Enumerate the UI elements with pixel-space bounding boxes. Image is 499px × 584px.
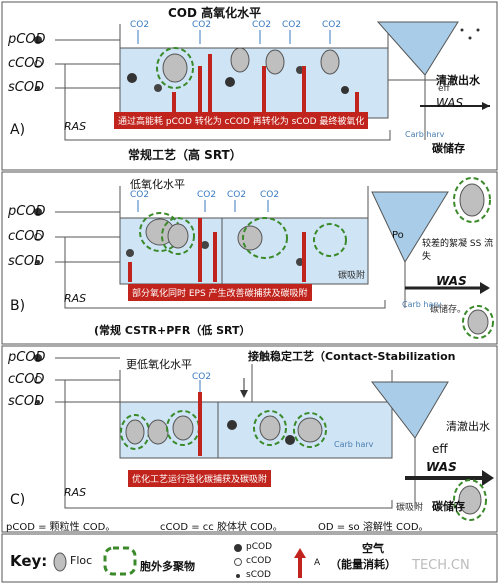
panel-b-carbon-harv: Carb harv [402, 300, 442, 309]
panel-c-carbon-harv: Carb harv [334, 440, 374, 449]
panel-c-letter: C) [10, 492, 26, 508]
panel-a-letter: A) [10, 122, 26, 138]
key-floc-icon [53, 552, 67, 572]
panel-c-clarifier [370, 381, 449, 439]
key-air-label: 空气 [362, 542, 384, 555]
panel-a-top-label: COD 高氧化水平 [168, 6, 262, 20]
panel-b-ccod-label: cCOD [8, 229, 45, 244]
panel-a-co2-3: CO2 [252, 20, 272, 30]
panel-a-border [1, 1, 498, 171]
panel-b-poor-settle: 较差的絮凝 SS 流失 [422, 239, 494, 262]
key-ccod-label: cCOD [246, 556, 272, 566]
key-scod-label: sCOD [246, 570, 271, 580]
panel-a-caption: 常规工艺（高 SRT） [128, 148, 242, 162]
panel-c-outflow: 清澈出水 [446, 420, 490, 433]
panel-b-caption: (常规 CSTR+PFR（低 SRT） [94, 324, 251, 337]
panel-b-letter: B) [10, 298, 26, 314]
panel-a-tank [119, 47, 389, 119]
panel-a-co2-5: CO2 [322, 20, 342, 30]
panel-c-banner: 优化工艺运行强化碳捕获及碳吸附 [128, 470, 272, 487]
panel-b-scod-label: sCOD [8, 254, 45, 269]
panel-b-co2-2: CO2 [197, 190, 217, 200]
key-border [1, 533, 498, 583]
panel-c-carbon-store: 碳储存 [432, 500, 465, 513]
key-floc-label: Floc [70, 554, 93, 567]
panel-b-carbon-store: 碳储存。 [430, 305, 467, 315]
panel-b-clarifier [371, 191, 449, 264]
panel-a-ccod-label: cCOD [8, 56, 45, 71]
particle [127, 73, 137, 83]
panel-a-banner: 通过高能耗 pCOD 转化为 cCOD 再转化为 sCOD 最终被氧化 [114, 112, 369, 129]
panel-b-ras-line [64, 237, 386, 309]
panel-a-co2-1: CO2 [130, 20, 150, 30]
panel-b-co2-3: CO2 [227, 190, 247, 200]
key-air-arrow [298, 556, 302, 578]
floc [162, 53, 188, 83]
watermark: TECH.CN [412, 558, 470, 573]
key-ccod-icon [234, 558, 242, 566]
panel-c-ras-line [64, 380, 393, 509]
key-eps-label: 胞外多聚物 [140, 560, 195, 573]
panel-a-ras-line [64, 64, 391, 141]
panel-a-eff: eff [438, 84, 450, 94]
panel-b-border [1, 171, 498, 345]
panel-a-ras-label: RAS [64, 120, 87, 133]
panel-a-co2-2: CO2 [192, 20, 212, 30]
panel-a-outflow: 清澈出水 [436, 74, 480, 87]
panel-a-carbon-harv: Carb harv [405, 130, 445, 139]
key-pcod-icon [234, 544, 242, 552]
panel-b-co2-4: CO2 [260, 190, 280, 200]
panel-c-co2-1: CO2 [192, 372, 212, 382]
key-a-label: A [314, 558, 321, 568]
def-pcod: pCOD = 颗粒性 COD。 [6, 522, 116, 533]
panel-c-carbon-adsorb: 碳吸附 [396, 503, 424, 513]
panel-c-eff: eff [432, 442, 448, 456]
panel-c-top-label: 更低氧化水平 [126, 358, 192, 371]
panel-b-was: WAS [436, 274, 467, 288]
panel-a-scod-label: sCOD [8, 80, 45, 95]
panel-b-carbon-adsorb: 碳吸附 [338, 271, 366, 281]
panel-b-top-label: 低氧化水平 [130, 178, 185, 191]
panel-a-co2-4: CO2 [282, 20, 302, 30]
panel-a-carbon-store: 碳储存 [432, 142, 465, 155]
panel-c-ccod-label: cCOD [8, 372, 45, 387]
panel-c-scod-label: sCOD [8, 394, 45, 409]
key-pcod-label: pCOD [246, 542, 273, 552]
key-scod-icon [236, 574, 240, 578]
panel-b-co2-1: CO2 [130, 190, 150, 200]
key-title: Key: [10, 552, 48, 570]
key-eps-icon [103, 546, 137, 576]
key-energy-label: （能量消耗） [330, 558, 396, 571]
def-ccod: cCOD = cc 胶体状 COD。 [160, 522, 283, 533]
panel-a-pcod-label: pCOD [8, 32, 46, 47]
panel-c-pcod-label: pCOD [8, 350, 46, 365]
def-scod: OD = so 溶解性 COD。 [318, 522, 429, 533]
panel-c-was: WAS [426, 460, 457, 474]
panel-c-title: 接触稳定工艺（Contact-Stabilization [248, 350, 456, 363]
panel-b-po: Po [392, 230, 404, 241]
panel-b-banner: 部分氧化同时 EPS 产生改善碳捕获及碳吸附 [128, 284, 312, 301]
panel-a-was: WAS [436, 96, 464, 110]
panel-b-ras-label: RAS [64, 292, 87, 305]
panel-a-clarifier [376, 21, 459, 76]
panel-b-pcod-label: pCOD [8, 204, 46, 219]
panel-c-ras-label: RAS [64, 486, 87, 499]
panel-c-border [1, 345, 498, 533]
